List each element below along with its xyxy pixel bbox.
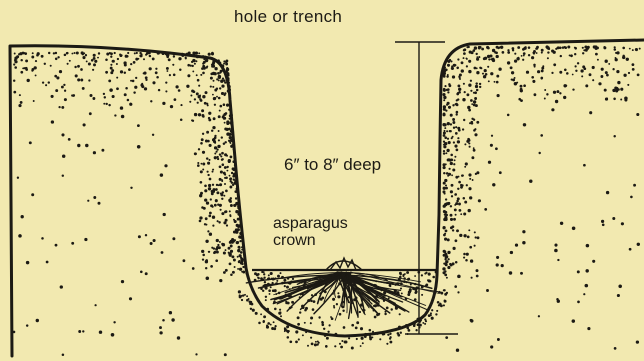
crown-label-line-1: asparagus [273, 216, 348, 233]
crown-label-line-2: crown [273, 233, 348, 250]
ground-outline [10, 40, 644, 356]
depth-label: 6″ to 8″ deep [284, 156, 381, 174]
asparagus-roots [246, 272, 439, 320]
asparagus-crown [326, 258, 362, 270]
trench-label: hole or trench [234, 8, 342, 26]
soil-stipple [13, 45, 641, 356]
crown-label: asparagus crown [273, 216, 348, 250]
